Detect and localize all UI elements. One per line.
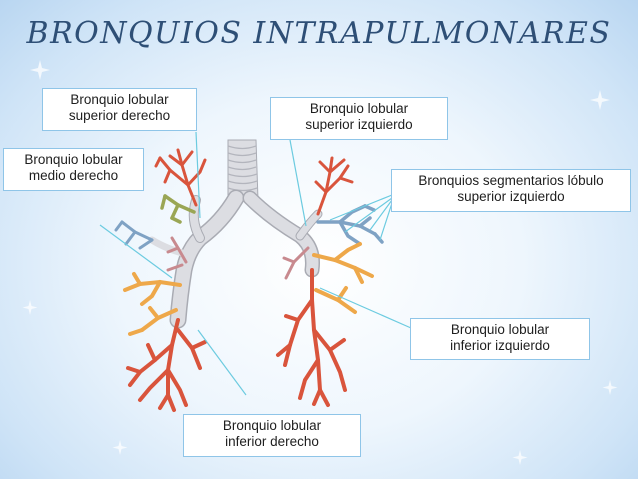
label-line: medio derecho [28,168,119,183]
label-left-upper-lobar-bronchus: Bronquio lobular superior izquierdo [270,97,448,140]
right-upper-lobe-branches [114,148,207,250]
label-left-upper-segmental-bronchi: Bronquios segmentarios lóbulo superior i… [391,169,631,212]
right-lower-lobe-branches [123,236,207,412]
label-right-middle-lobar-bronchus: Bronquio lobular medio derecho [3,148,144,191]
left-lower-lobe-branches [276,242,374,407]
label-line: inferior izquierdo [450,338,550,353]
main-bronchi [148,189,323,329]
label-line: Bronquio lobular [70,92,169,107]
label-line: Bronquios segmentarios lóbulo [418,173,604,188]
left-upper-lobe-branches [314,156,384,246]
label-line: superior derecho [68,108,171,123]
label-line: superior izquierdo [457,189,565,204]
label-line: Bronquio lobular [309,101,409,116]
label-left-lower-lobar-bronchus: Bronquio lobular inferior izquierdo [410,318,590,360]
trachea [227,139,259,201]
label-right-lower-lobar-bronchus: Bronquio lobular inferior derecho [183,414,361,457]
label-line: Bronquio lobular [24,152,123,167]
leader-lines [99,131,412,396]
label-right-upper-lobar-bronchus: Bronquio lobular superior derecho [42,88,197,131]
label-line: superior izquierdo [305,117,413,132]
label-line: Bronquio lobular [222,418,322,433]
label-line: Bronquio lobular [450,322,550,337]
label-line: inferior derecho [225,434,319,449]
slide-title: BRONQUIOS INTRAPULMONARES [26,16,612,51]
